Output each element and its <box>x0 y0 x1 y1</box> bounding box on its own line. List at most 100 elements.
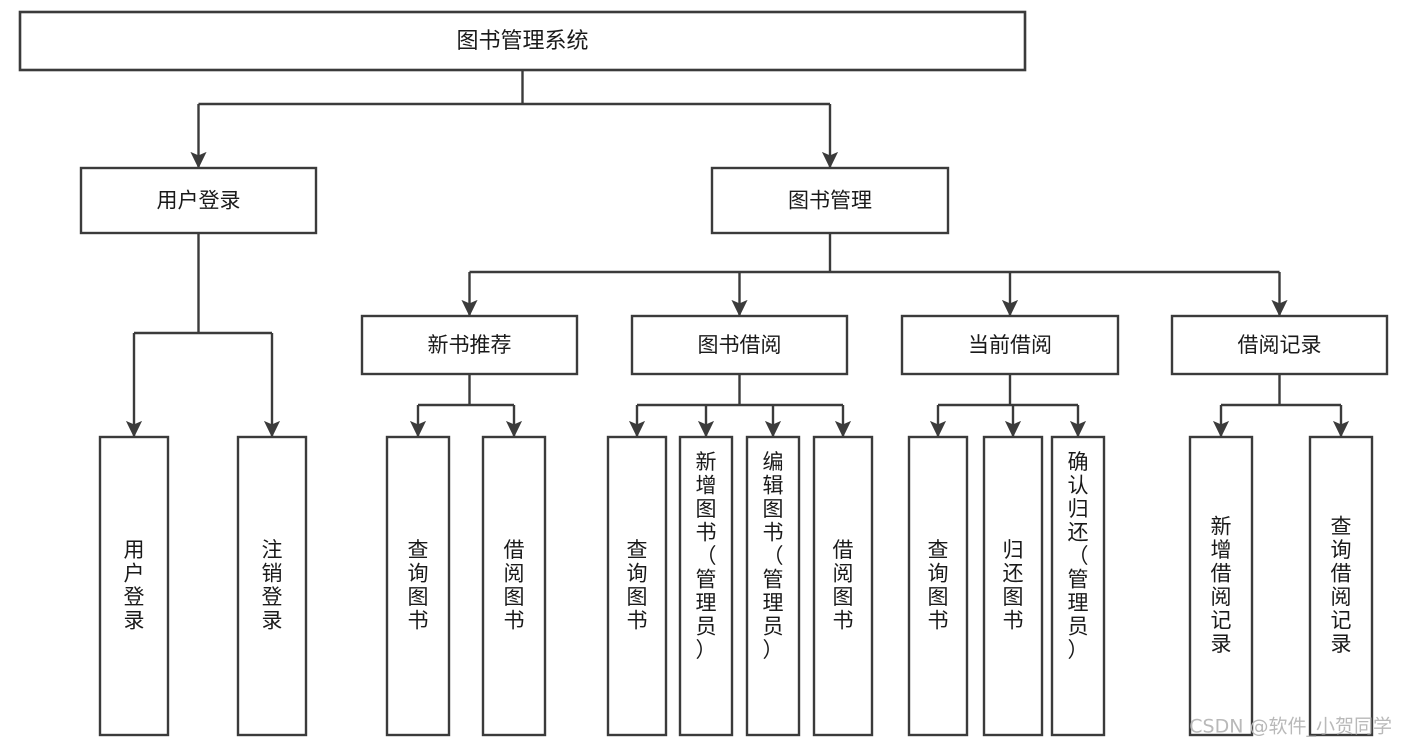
node-label: 图书管理系统 <box>456 29 588 54</box>
node-label: 新书推荐 <box>428 333 512 357</box>
node-label-char: 书 <box>627 608 648 632</box>
node-current-borrowing[interactable]: 当前借阅 <box>900 314 1120 376</box>
node-label-char: 查 <box>928 538 949 562</box>
node-label-char: 录 <box>1331 632 1352 656</box>
node-label-char: 增 <box>696 474 717 498</box>
node-label-char: 理 <box>763 591 784 615</box>
node-label-char: 图 <box>504 585 525 609</box>
node-label-char: 图 <box>408 585 429 609</box>
node-label-char: 阅 <box>1211 585 1232 609</box>
node-label-char: 录 <box>124 608 145 632</box>
node-boxes: 图书管理系统用户登录用户登录注销登录图书管理新书推荐查询图书借阅图书图书借阅查询… <box>18 10 1389 737</box>
node-label-char: 借 <box>1331 561 1352 585</box>
node-label-char: 图 <box>627 585 648 609</box>
node-label-char: （ <box>763 544 784 568</box>
node-label-char: 询 <box>627 561 648 585</box>
node-label-char: 还 <box>1003 561 1024 585</box>
node-label-char: 用 <box>124 538 145 562</box>
node-label-char: 归 <box>1003 538 1024 562</box>
node-label-char: 员 <box>696 615 717 639</box>
node-label-char: 阅 <box>833 561 854 585</box>
node-label-char: 录 <box>1211 632 1232 656</box>
node-label: 当前借阅 <box>968 333 1052 357</box>
node-label-char: 借 <box>833 538 854 562</box>
node-label-char: ） <box>763 638 784 662</box>
node-label-char: （ <box>696 544 717 568</box>
node-label-char: 认 <box>1068 474 1089 498</box>
node-label: 用户登录 <box>157 189 241 213</box>
node-label-char: 管 <box>763 568 784 592</box>
node-label-char: 辑 <box>763 474 784 498</box>
node-book-management[interactable]: 图书管理 <box>710 166 950 235</box>
connector-lines <box>125 70 1350 438</box>
node-label-char: 借 <box>1211 561 1232 585</box>
node-label-char: 新 <box>696 450 717 474</box>
node-label-char: ） <box>1068 638 1089 662</box>
node-label-char: 理 <box>696 591 717 615</box>
node-label: 图书管理 <box>788 189 872 213</box>
node-label-char: 书 <box>1003 608 1024 632</box>
node-label-char: 登 <box>262 585 283 609</box>
node-label-char: 员 <box>1068 615 1089 639</box>
csdn-watermark: CSDN @软件_小贺同学 <box>1189 716 1392 738</box>
node-label-char: 录 <box>262 608 283 632</box>
node-label-char: 管 <box>696 568 717 592</box>
node-label-char: 询 <box>1331 538 1352 562</box>
node-label-char: 户 <box>124 561 145 585</box>
node-label-char: 书 <box>928 608 949 632</box>
node-label-char: 查 <box>627 538 648 562</box>
node-label-char: 阅 <box>504 561 525 585</box>
node-label-char: 书 <box>408 608 429 632</box>
node-label-char: 图 <box>928 585 949 609</box>
node-label-char: 书 <box>763 521 784 545</box>
node-label-char: 书 <box>696 521 717 545</box>
node-label-char: 理 <box>1068 591 1089 615</box>
node-label-char: 员 <box>763 615 784 639</box>
node-borrowing-records[interactable]: 借阅记录 <box>1170 314 1389 376</box>
node-label-char: 阅 <box>1331 585 1352 609</box>
node-user-login[interactable]: 用户登录 <box>98 435 170 737</box>
node-label-char: 归 <box>1068 497 1089 521</box>
node-label-char: 记 <box>1211 608 1232 632</box>
node-label-char: 确 <box>1068 450 1089 474</box>
node-label-char: 增 <box>1211 538 1232 562</box>
node-label-char: 新 <box>1211 514 1232 538</box>
node-label-char: 询 <box>408 561 429 585</box>
node-user-login[interactable]: 用户登录 <box>79 166 318 235</box>
node-label-char: 销 <box>262 561 283 585</box>
node-label-char: 管 <box>1068 568 1089 592</box>
node-label-char: 注 <box>262 538 283 562</box>
node-new-book-recommendation[interactable]: 新书推荐 <box>360 314 579 376</box>
node-label-char: 书 <box>504 608 525 632</box>
node-label-char: 登 <box>124 585 145 609</box>
node-label-char: 借 <box>504 538 525 562</box>
node-label: 借阅记录 <box>1238 333 1322 357</box>
node-label-char: 图 <box>763 497 784 521</box>
node-book-borrowing[interactable]: 图书借阅 <box>630 314 849 376</box>
node-label-char: 记 <box>1331 608 1352 632</box>
node-label-char: 查 <box>408 538 429 562</box>
node-label-char: 编 <box>763 450 784 474</box>
node-label-char: 书 <box>833 608 854 632</box>
node-label-char: 图 <box>696 497 717 521</box>
node-label-char: 询 <box>928 561 949 585</box>
node-label: 图书借阅 <box>698 333 782 357</box>
node-label-char: 还 <box>1068 521 1089 545</box>
node-label-char: 查 <box>1331 514 1352 538</box>
node-label-char: ） <box>696 638 717 662</box>
node-library-management-system[interactable]: 图书管理系统 <box>18 10 1027 72</box>
